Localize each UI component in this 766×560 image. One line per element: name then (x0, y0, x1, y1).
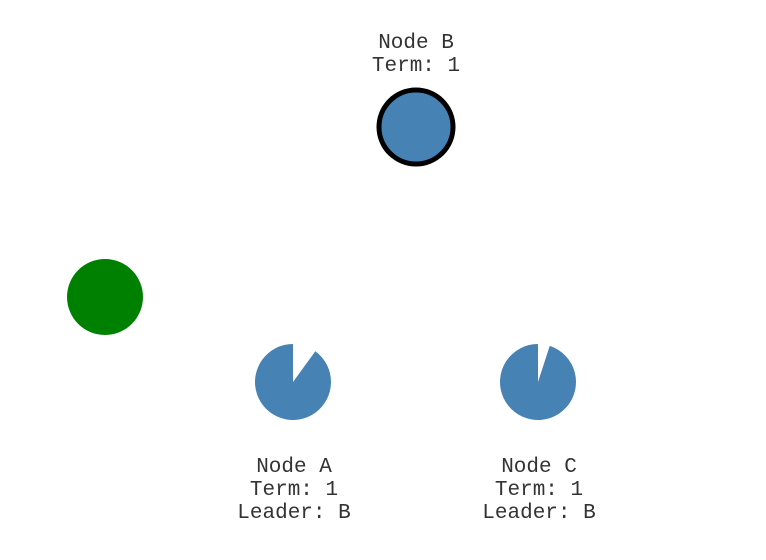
node-b[interactable]: Node B Term: 1 (372, 32, 460, 167)
node-c-leader-label: Leader: B (482, 502, 595, 525)
node-b-circle[interactable] (376, 87, 456, 167)
node-b-name-label: Node B (378, 32, 454, 55)
node-a[interactable]: Node A Term: 1 Leader: B (237, 344, 351, 525)
node-c-timeout-circle[interactable] (499, 344, 576, 421)
node-a-leader-label: Leader: B (237, 502, 350, 525)
node-b-term-label: Term: 1 (372, 55, 460, 78)
node-c-name-label: Node C (501, 456, 577, 479)
node-c[interactable]: Node C Term: 1 Leader: B (482, 344, 596, 525)
node-c-term-label: Term: 1 (495, 479, 583, 502)
node-a-term-label: Term: 1 (250, 479, 338, 502)
node-a-name-label: Node A (256, 456, 332, 479)
client-node[interactable] (67, 259, 143, 335)
node-a-timeout-circle[interactable] (255, 344, 332, 420)
